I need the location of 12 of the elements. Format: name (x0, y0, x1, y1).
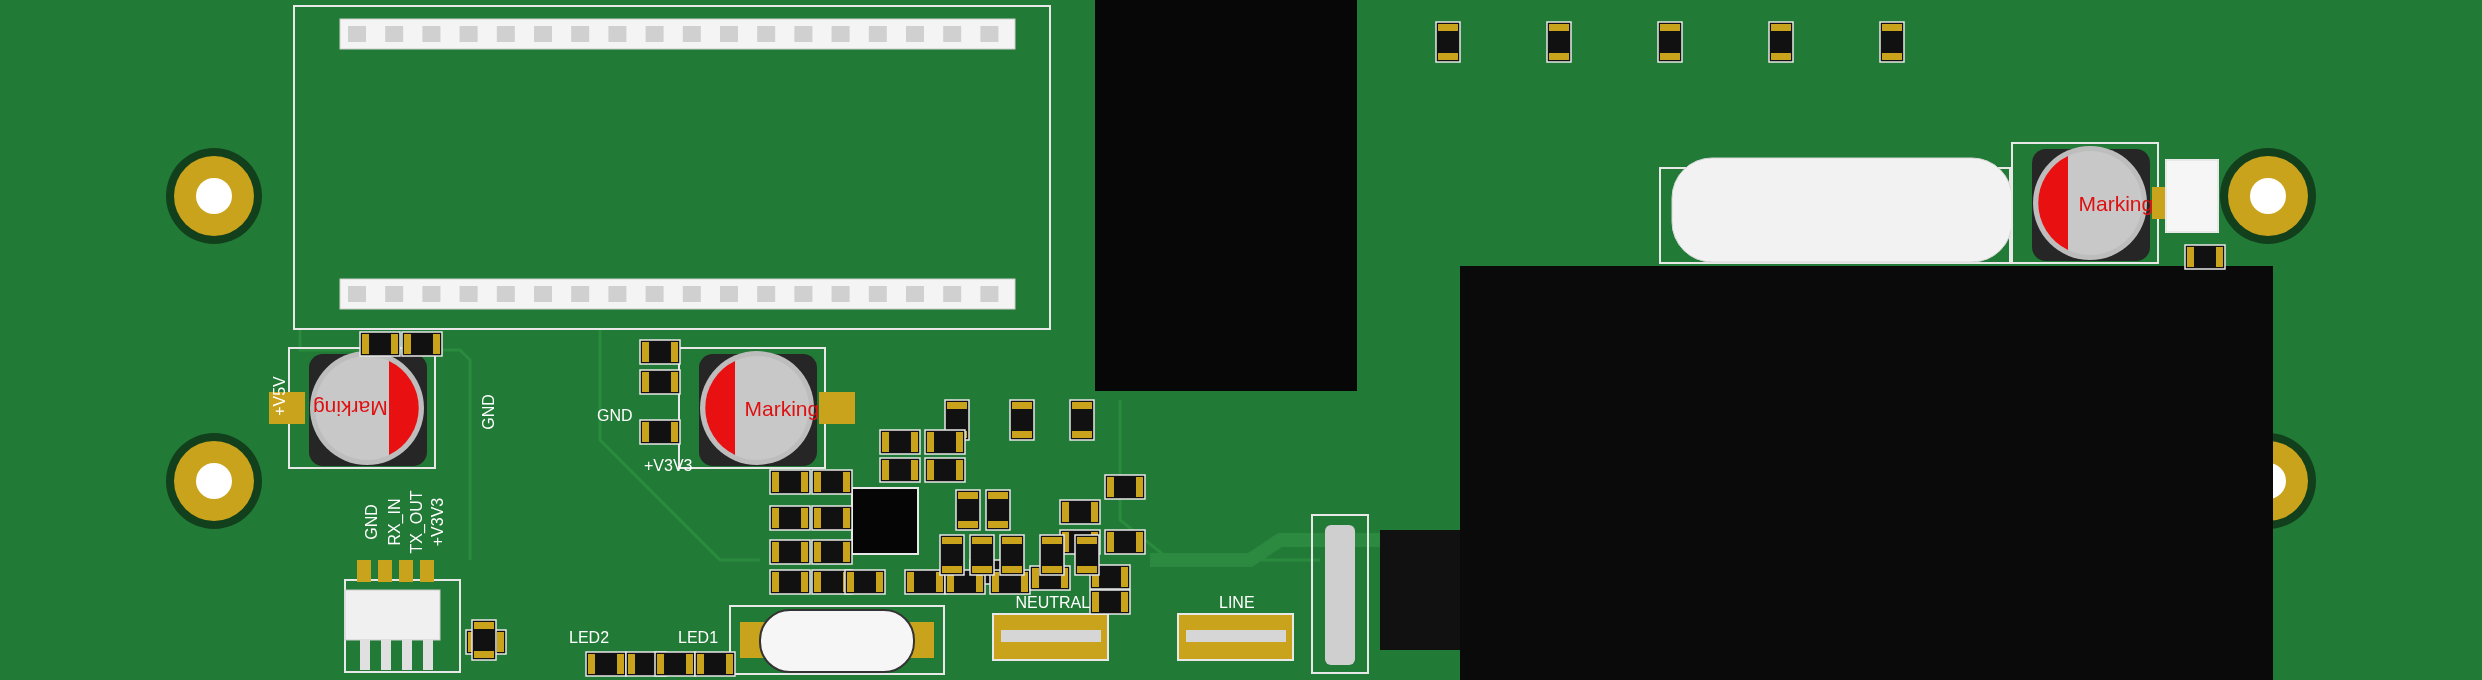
silkscreen-label: +V3V3 (644, 458, 693, 474)
silkscreen-label: RX_IN (386, 498, 403, 546)
silkscreen-label: LED1 (678, 630, 719, 646)
silkscreen-label: LED2 (569, 630, 610, 646)
silkscreen-label: LINE (1219, 595, 1255, 611)
silkscreen-label: GND (363, 504, 380, 540)
silkscreen-label: TX_OUT (408, 490, 425, 554)
capacitor-marking: Marking (312, 397, 388, 419)
silkscreen-label: +V3V3 (430, 497, 447, 547)
silkscreen-label: GND (480, 394, 497, 430)
silkscreen-label: +V5V (271, 376, 288, 416)
silkscreen-label: GND (597, 408, 633, 424)
